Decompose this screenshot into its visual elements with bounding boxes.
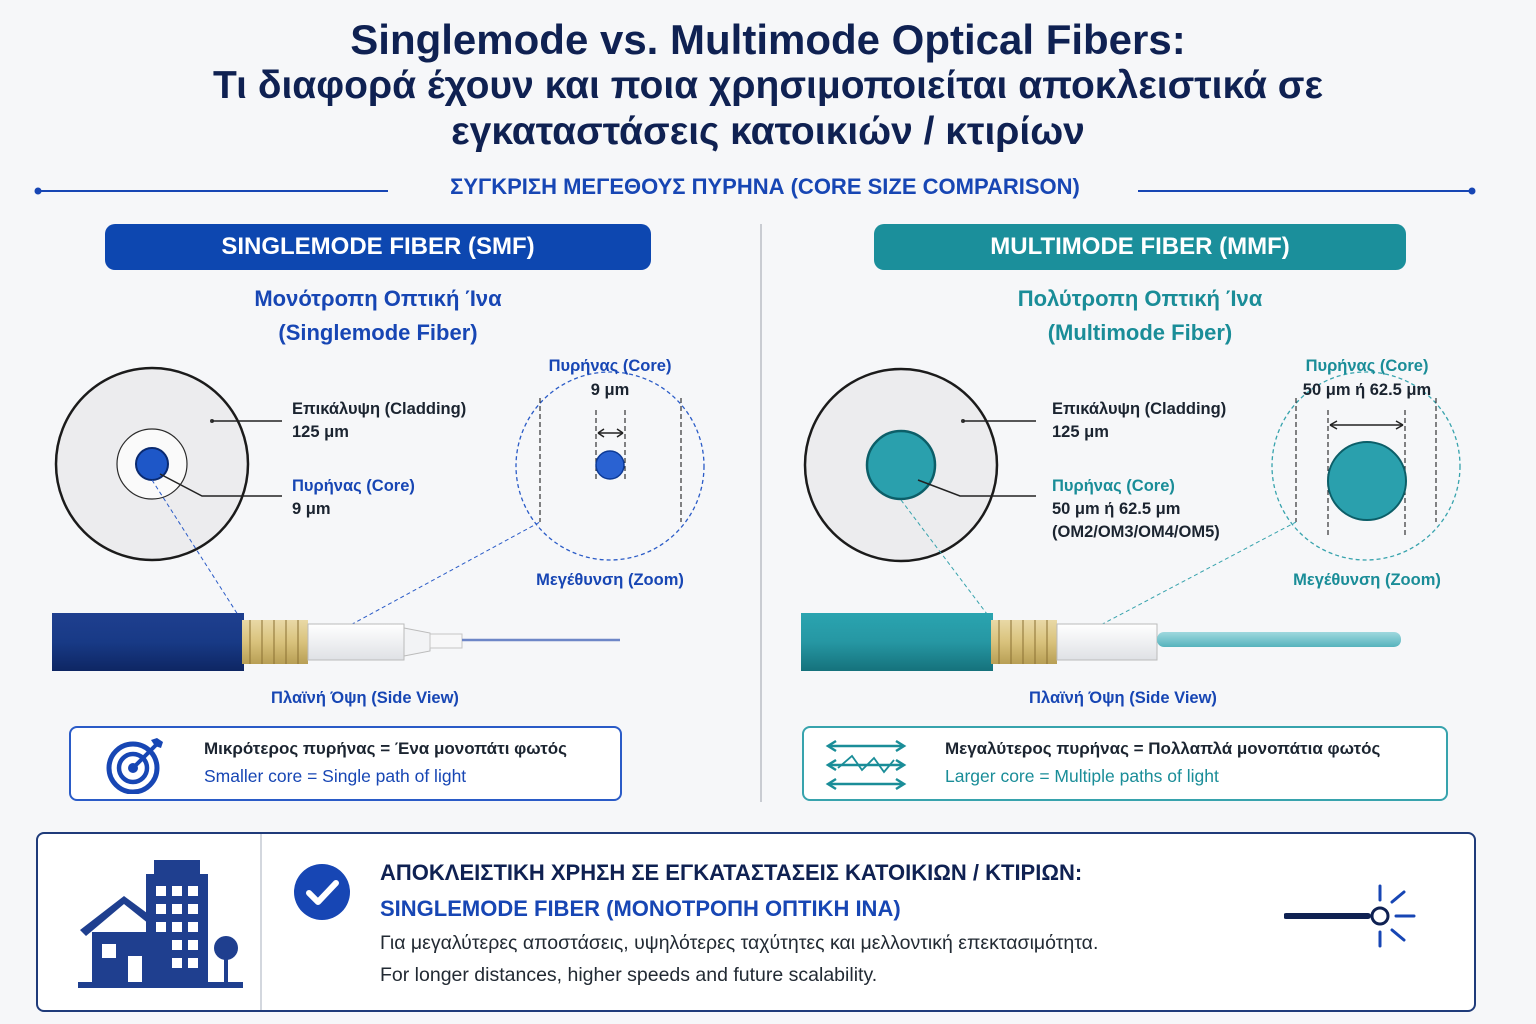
smf-jacket: [52, 613, 244, 671]
mmf-zoom-circle: [1271, 371, 1461, 561]
smf-info-box: Μικρότερος πυρήνας = Ένα μονοπάτι φωτός …: [69, 726, 622, 801]
target-icon: [106, 738, 163, 794]
mmf-cladding-label: Επικάλυψη (Cladding): [1052, 400, 1227, 418]
mmf-header-pill: MULTIMODE FIBER (MMF): [874, 224, 1406, 270]
mmf-core-label: Πυρήνας (Core): [1052, 477, 1175, 495]
smf-subtitle-greek: Μονότροπη Οπτική Ίνα: [254, 286, 502, 311]
smf-zoom-core: [595, 450, 625, 480]
mmf-kevlar: [991, 620, 1057, 664]
smf-zoom-core-label: Πυρήνας (Core): [548, 357, 672, 375]
bottom-heading: ΑΠΟΚΛΕΙΣΤΙΚΗ ΧΡΗΣΗ ΣΕ ΕΓΚΑΤΑΣΤΑΣΕΙΣ ΚΑΤΟ…: [380, 860, 1083, 885]
smf-buffer: [307, 623, 405, 661]
mmf-info-box: Μεγαλύτερος πυρήνας = Πολλαπλά μονοπάτια…: [802, 726, 1448, 801]
mmf-core-circle: [865, 429, 937, 501]
page-title-line2: Τι διαφορά έχουν και ποια χρησιμοποιείτα…: [213, 64, 1323, 107]
smf-zoom-label: Μεγέθυνση (Zoom): [536, 571, 684, 589]
smf-kevlar: [242, 620, 308, 664]
mmf-cladding-size: 125 μm: [1052, 423, 1109, 441]
smf-zoom-core-size: 9 μm: [590, 381, 630, 399]
mmf-core-types: (OM2/OM3/OM4/OM5): [1052, 523, 1220, 541]
bottom-text-english: For longer distances, higher speeds and …: [380, 964, 878, 986]
mmf-side-view-label: Πλαϊνή Όψη (Side View): [1029, 689, 1217, 707]
smf-diagram: [52, 366, 705, 671]
mmf-subtitle: Πολύτροπη Οπτική Ίνα (Multimode Fiber): [874, 282, 1406, 350]
mmf-diagram: [801, 367, 1461, 671]
smf-cladding-label: Επικάλυψη (Cladding): [292, 400, 467, 418]
smf-info-main: Μικρότερος πυρήνας = Ένα μονοπάτι φωτός: [204, 739, 568, 758]
mmf-fiber-strand: [1157, 632, 1401, 647]
smf-zoom-circle: [515, 371, 705, 561]
bottom-divider: [260, 834, 262, 1010]
smf-side-view-label: Πλαϊνή Όψη (Side View): [271, 689, 459, 707]
section-label: ΣΥΓΚΡΙΣΗ ΜΕΓΕΘΟΥΣ ΠΥΡΗΝΑ (CORE SIZE COMP…: [450, 174, 1080, 199]
mmf-core-size: 50 μm ή 62.5 μm: [1052, 500, 1181, 518]
bottom-text-greek: Για μεγαλύτερες αποστάσεις, υψηλότερες τ…: [380, 932, 1099, 954]
page-title-line1: Singlemode vs. Multimode Optical Fibers:: [350, 16, 1186, 63]
smf-subtitle: Μονότροπη Οπτική Ίνα (Singlemode Fiber): [105, 282, 651, 350]
buildings-icon: [78, 860, 243, 988]
mmf-info-sub: Larger core = Multiple paths of light: [945, 766, 1219, 786]
mmf-zoom-label: Μεγέθυνση (Zoom): [1293, 571, 1441, 589]
smf-core-size: 9 μm: [292, 500, 331, 518]
bottom-banner: ΑΠΟΚΛΕΙΣΤΙΚΗ ΧΡΗΣΗ ΣΕ ΕΓΚΑΤΑΣΤΑΣΕΙΣ ΚΑΤΟ…: [36, 832, 1476, 1012]
mmf-zoom-core-label: Πυρήνας (Core): [1305, 357, 1429, 375]
mmf-buffer: [1056, 623, 1158, 661]
page-title-line3: εγκαταστάσεις κατοικιών / κτιρίων: [451, 110, 1085, 153]
light-fiber-icon: [1284, 884, 1416, 948]
bottom-subheading: SINGLEMODE FIBER (ΜΟΝΟΤΡΟΠΗ ΟΠΤΙΚΗ ΙΝΑ): [380, 896, 901, 921]
mmf-zoom-core-size: 50 μm ή 62.5 μm: [1302, 381, 1432, 399]
mmf-subtitle-greek: Πολύτροπη Οπτική Ίνα: [1017, 286, 1263, 311]
multipath-arrows-icon: [825, 739, 907, 791]
mmf-info-main: Μεγαλύτερος πυρήνας = Πολλαπλά μονοπάτια…: [945, 739, 1381, 758]
smf-core-label: Πυρήνας (Core): [292, 477, 415, 495]
mmf-zoom-core: [1327, 441, 1407, 521]
smf-info-sub: Smaller core = Single path of light: [204, 766, 467, 786]
mmf-subtitle-english: (Multimode Fiber): [1047, 320, 1233, 345]
smf-cladding-size: 125 μm: [292, 423, 349, 441]
checkmark-icon: [294, 864, 350, 920]
smf-subtitle-english: (Singlemode Fiber): [278, 320, 478, 345]
smf-header-pill: SINGLEMODE FIBER (SMF): [105, 224, 651, 270]
mmf-jacket: [801, 613, 993, 671]
